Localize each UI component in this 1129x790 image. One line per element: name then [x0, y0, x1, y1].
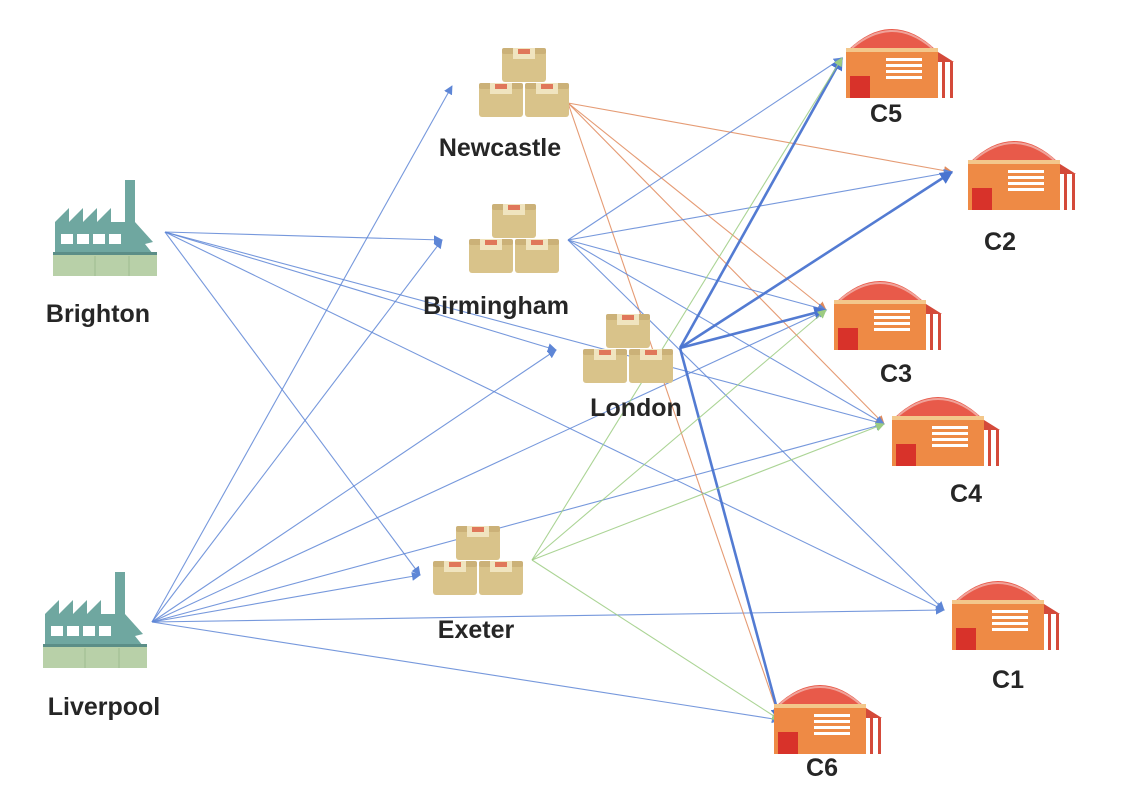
edge-london-to-c2 — [679, 170, 954, 350]
node-label-c4: C4 — [950, 480, 982, 508]
edge-london-to-c5 — [678, 56, 844, 349]
edge-birmingham-to-c5 — [567, 57, 843, 241]
edge-birmingham-to-c3 — [567, 239, 827, 313]
edge-brighton-to-london — [164, 231, 557, 352]
warehouse-icon — [967, 140, 1077, 211]
node-exeter[interactable] — [426, 518, 530, 610]
edges-group — [151, 56, 954, 724]
edge-london-to-c6 — [678, 347, 784, 722]
node-c2[interactable] — [964, 128, 1096, 212]
warehouse-icon — [773, 684, 883, 755]
edge-liverpool-to-exeter — [151, 571, 421, 623]
warehouse-icon — [833, 280, 943, 351]
node-label-exeter: Exeter — [437, 616, 515, 644]
edge-exeter-to-c6 — [531, 559, 781, 721]
node-c6[interactable] — [770, 672, 902, 756]
edge-liverpool-to-newcastle — [151, 85, 453, 623]
node-label-c3: C3 — [880, 360, 912, 388]
node-newcastle[interactable] — [472, 40, 576, 132]
edge-exeter-to-c4 — [531, 422, 885, 561]
node-label-london: London — [590, 394, 682, 422]
edge-liverpool-to-c6 — [151, 621, 781, 724]
edge-liverpool-to-c3 — [151, 309, 827, 623]
edge-brighton-to-c1 — [164, 231, 945, 611]
node-c3[interactable] — [830, 268, 962, 352]
node-label-newcastle: Newcastle — [438, 134, 562, 162]
edge-exeter-to-c5 — [531, 57, 843, 561]
edge-newcastle-to-c6 — [567, 102, 782, 721]
warehouse-icon — [891, 396, 1001, 467]
node-london[interactable] — [576, 306, 680, 398]
boxes-icon — [479, 48, 569, 117]
edge-london-to-c3 — [679, 306, 828, 350]
warehouse-icon — [951, 580, 1061, 651]
boxes-icon — [433, 526, 523, 595]
edge-liverpool-to-birmingham — [151, 239, 443, 623]
node-label-c6: C6 — [806, 754, 838, 782]
boxes-icon — [583, 314, 673, 383]
node-label-liverpool: Liverpool — [47, 693, 161, 721]
warehouse-icon — [845, 28, 955, 99]
edge-brighton-to-birmingham — [164, 231, 443, 245]
node-birmingham[interactable] — [462, 196, 566, 288]
edge-liverpool-to-c1 — [151, 605, 945, 623]
edge-brighton-to-exeter — [164, 231, 421, 576]
edge-birmingham-to-c4 — [567, 239, 885, 425]
node-c1[interactable] — [948, 568, 1080, 652]
node-label-brighton: Brighton — [45, 300, 151, 328]
edge-birmingham-to-c1 — [567, 239, 945, 611]
factory-icon — [42, 571, 148, 669]
node-label-birmingham: Birmingham — [423, 292, 569, 320]
node-label-c5: C5 — [870, 100, 902, 128]
edge-liverpool-to-c4 — [151, 421, 885, 623]
node-c5[interactable] — [842, 16, 974, 100]
node-label-c1: C1 — [992, 666, 1024, 694]
node-label-c2: C2 — [984, 228, 1016, 256]
node-brighton[interactable] — [45, 170, 165, 280]
edge-newcastle-to-c3 — [567, 102, 827, 311]
edge-brighton-to-c4 — [164, 231, 885, 427]
edge-liverpool-to-london — [151, 349, 557, 623]
node-c4[interactable] — [888, 384, 1020, 468]
node-liverpool[interactable] — [35, 562, 155, 672]
edge-exeter-to-c3 — [531, 309, 827, 561]
factory-icon — [52, 179, 158, 277]
edge-newcastle-to-c2 — [567, 102, 953, 175]
boxes-icon — [469, 204, 559, 273]
